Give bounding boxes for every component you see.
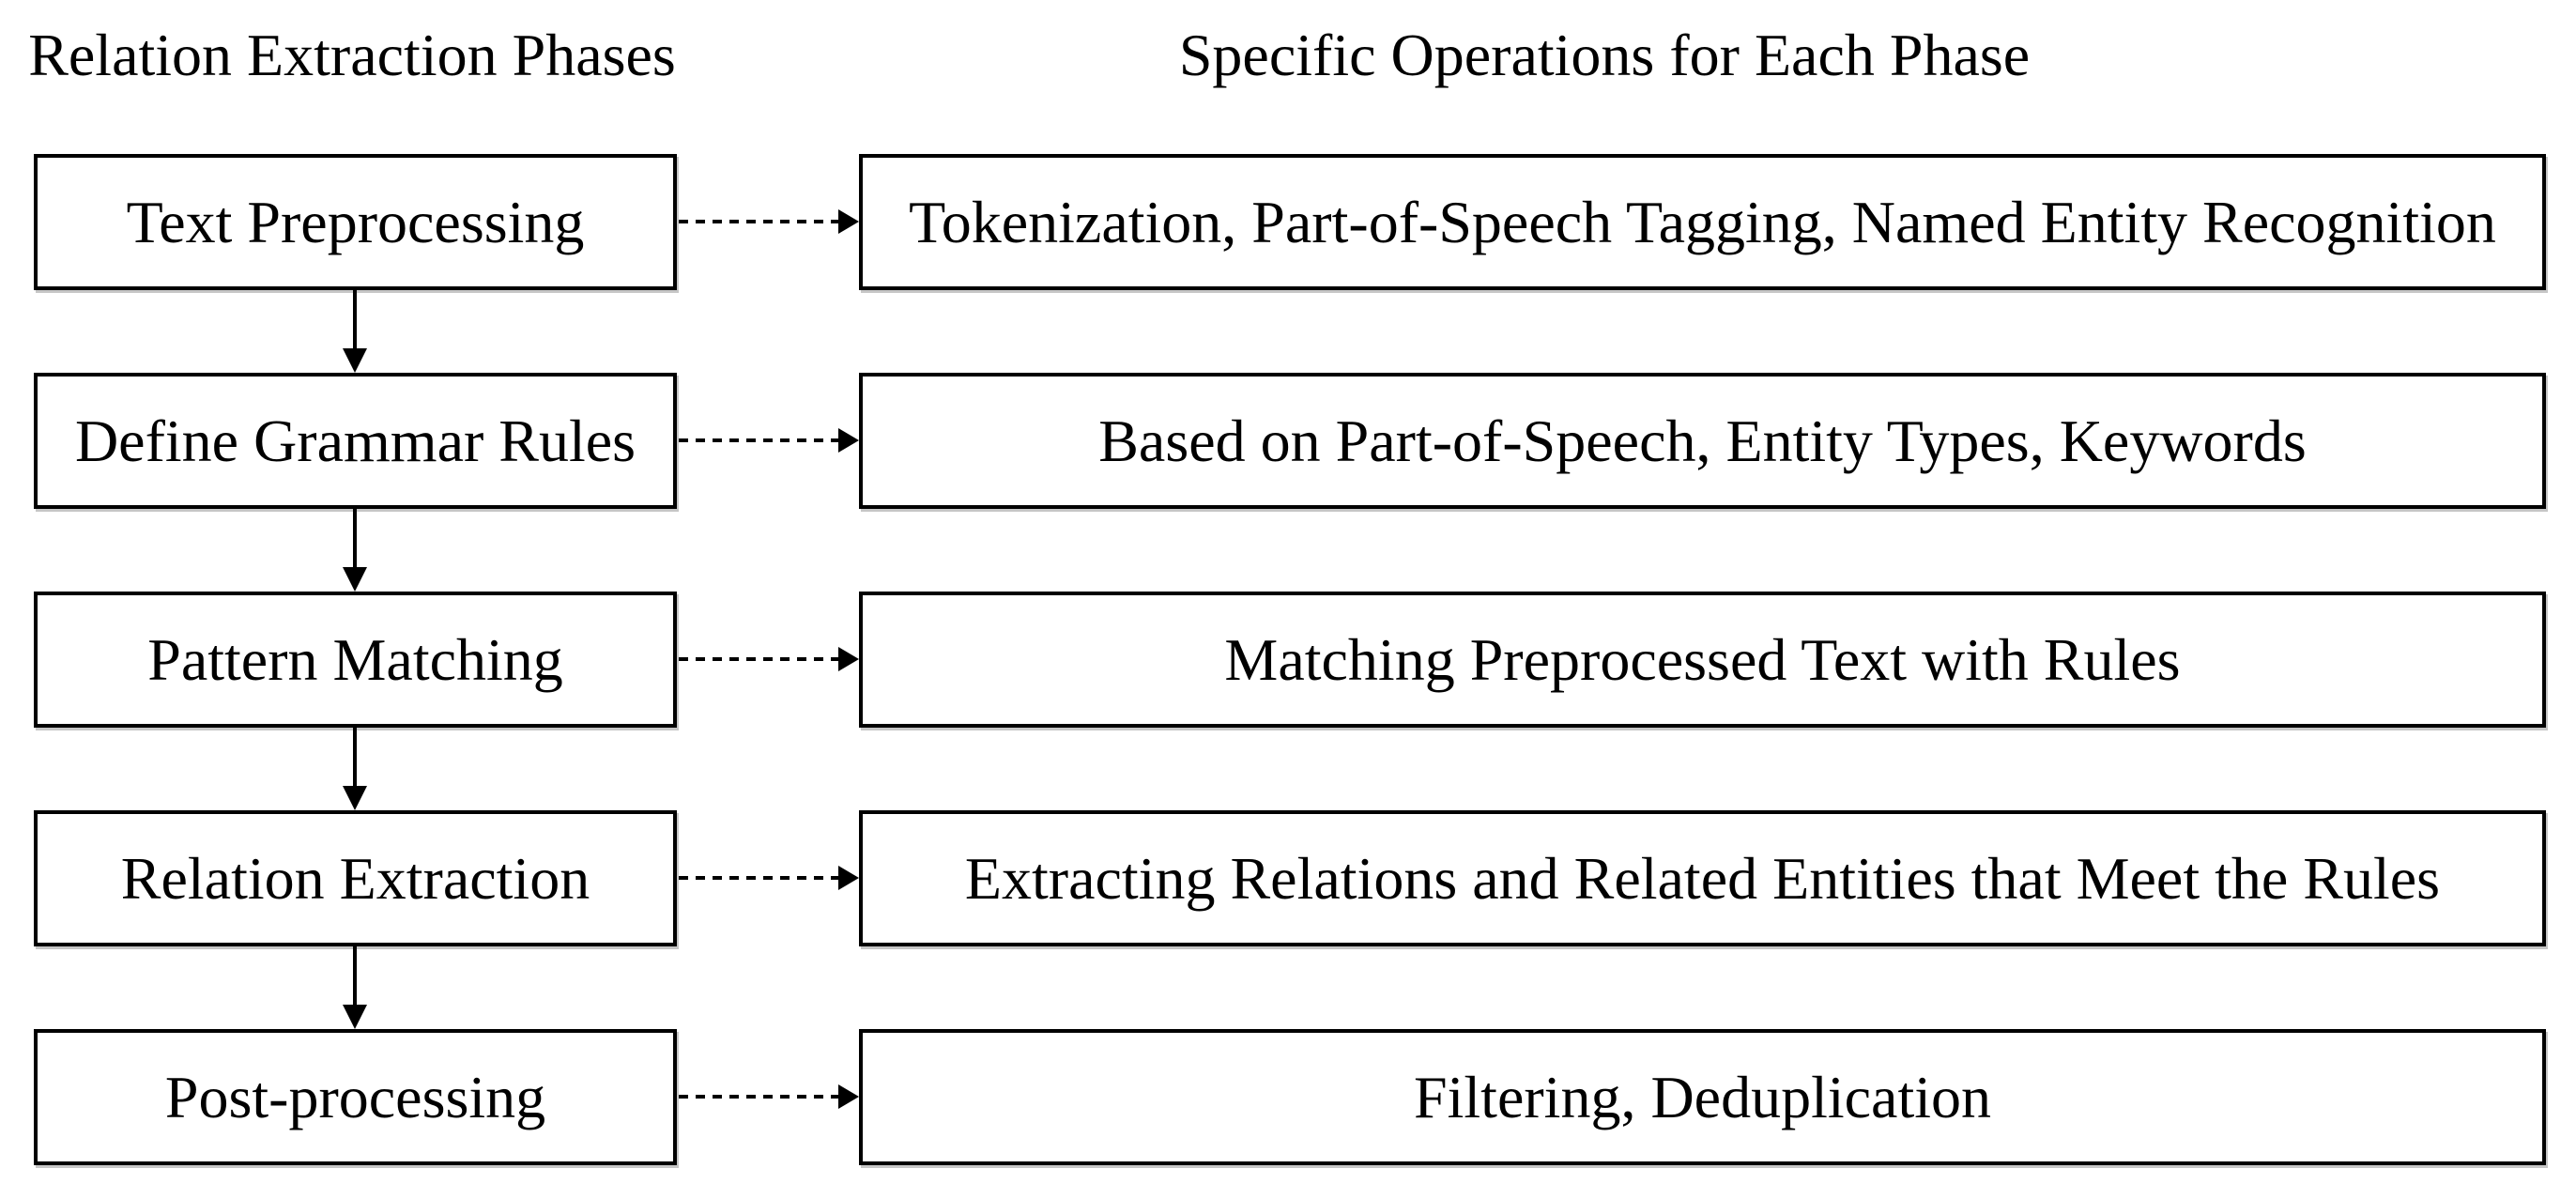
operation-label: Extracting Relations and Related Entitie… xyxy=(964,844,2441,912)
arrow-line xyxy=(353,728,357,786)
dashed-line xyxy=(679,438,838,442)
phase-label: Post-processing xyxy=(164,1063,546,1130)
phase-label: Define Grammar Rules xyxy=(74,407,636,474)
operation-box: Filtering, Deduplication xyxy=(859,1029,2546,1165)
operation-label: Matching Preprocessed Text with Rules xyxy=(1224,625,2181,693)
dashed-line xyxy=(679,220,838,223)
column-header-operations: Specific Operations for Each Phase xyxy=(1178,22,2031,88)
flow-down-arrow xyxy=(343,290,367,373)
phase-operation-connector xyxy=(679,1084,859,1109)
operation-box: Matching Preprocessed Text with Rules xyxy=(859,592,2546,728)
phase-box: Pattern Matching xyxy=(34,592,677,728)
phase-operation-connector xyxy=(679,428,859,453)
arrowhead-down-icon xyxy=(343,1005,367,1029)
phase-operation-connector xyxy=(679,209,859,234)
phase-box: Define Grammar Rules xyxy=(34,373,677,509)
operation-label: Filtering, Deduplication xyxy=(1414,1063,1991,1130)
phase-operation-connector xyxy=(679,647,859,671)
dashed-line xyxy=(679,657,838,661)
flow-down-arrow xyxy=(343,509,367,592)
phase-box: Text Preprocessing xyxy=(34,154,677,290)
dashed-line xyxy=(679,1095,838,1099)
phase-box: Relation Extraction xyxy=(34,810,677,946)
phase-label: Pattern Matching xyxy=(147,625,563,693)
arrowhead-down-icon xyxy=(343,567,367,592)
phase-operation-connector xyxy=(679,866,859,890)
arrowhead-down-icon xyxy=(343,348,367,373)
operation-box: Based on Part-of-Speech, Entity Types, K… xyxy=(859,373,2546,509)
arrowhead-down-icon xyxy=(343,786,367,810)
phase-label: Relation Extraction xyxy=(120,844,590,912)
column-header-phases: Relation Extraction Phases xyxy=(28,22,676,88)
arrowhead-right-icon xyxy=(838,209,859,234)
operation-box: Extracting Relations and Related Entitie… xyxy=(859,810,2546,946)
flow-down-arrow xyxy=(343,946,367,1029)
phase-box: Post-processing xyxy=(34,1029,677,1165)
arrowhead-right-icon xyxy=(838,428,859,453)
arrowhead-right-icon xyxy=(838,647,859,671)
arrow-line xyxy=(353,946,357,1005)
operation-label: Based on Part-of-Speech, Entity Types, K… xyxy=(1098,407,2307,474)
arrow-line xyxy=(353,290,357,348)
arrowhead-right-icon xyxy=(838,1084,859,1109)
dashed-line xyxy=(679,876,838,880)
operation-label: Tokenization, Part-of-Speech Tagging, Na… xyxy=(909,188,2496,255)
arrow-line xyxy=(353,509,357,567)
arrowhead-right-icon xyxy=(838,866,859,890)
flow-down-arrow xyxy=(343,728,367,810)
phase-label: Text Preprocessing xyxy=(126,188,585,255)
operation-box: Tokenization, Part-of-Speech Tagging, Na… xyxy=(859,154,2546,290)
